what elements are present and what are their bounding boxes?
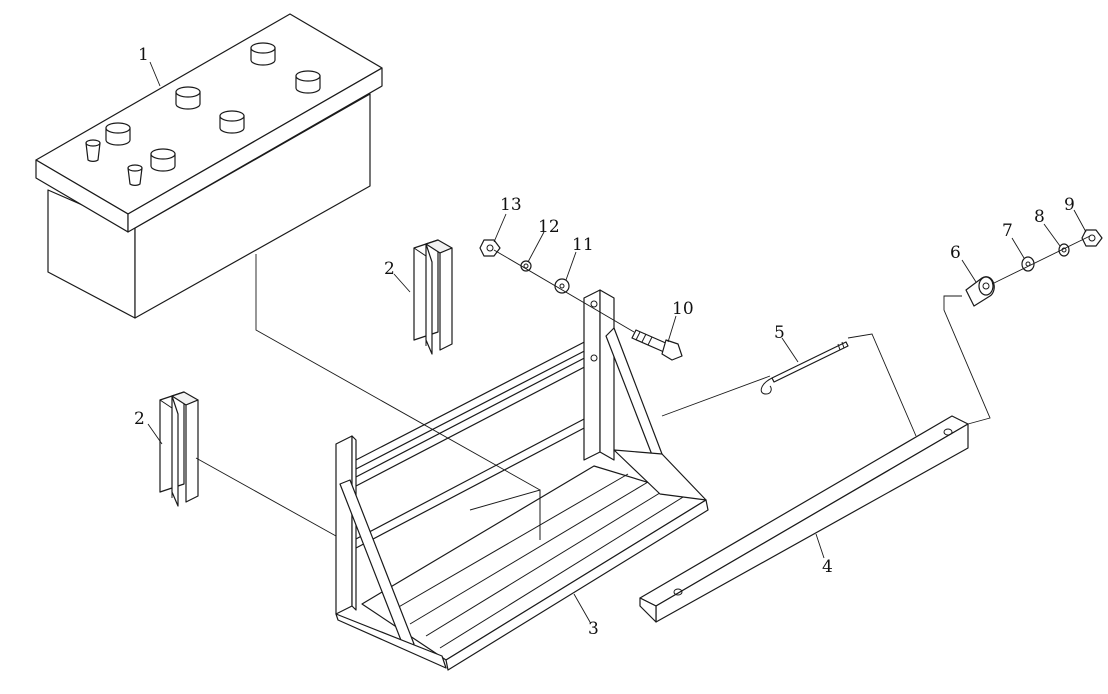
bolt <box>631 329 683 361</box>
bracket-upper <box>413 239 453 355</box>
bracket-lower <box>159 391 199 507</box>
callout-tray: 3 <box>588 619 599 639</box>
battery-cap <box>105 122 131 146</box>
lock-washer-left <box>520 260 532 272</box>
callout-washer-left: 11 <box>572 235 594 255</box>
callout-hook-rod: 5 <box>774 323 785 343</box>
callout-lock-washer-right: 8 <box>1034 207 1045 227</box>
washer-left <box>554 278 570 294</box>
battery-cap <box>150 148 176 172</box>
callout-leaders <box>147 61 1087 623</box>
callout-nut-right: 9 <box>1064 195 1075 215</box>
support-bar <box>639 415 969 623</box>
callout-bracket-lower: 2 <box>134 409 145 429</box>
battery <box>35 13 383 319</box>
hook-rod <box>760 341 849 395</box>
callout-nut-left: 13 <box>500 195 522 215</box>
battery-cap <box>219 110 245 134</box>
battery-cap <box>295 70 321 94</box>
battery-terminal <box>127 164 143 186</box>
callout-battery: 1 <box>138 45 149 65</box>
lock-washer-right <box>1058 243 1070 257</box>
callout-labels: 1 2 2 3 4 5 6 7 8 9 10 11 12 13 <box>134 45 1075 639</box>
nut-right <box>1081 229 1103 247</box>
callout-washer-right: 7 <box>1002 221 1013 241</box>
callout-bolt: 10 <box>672 299 694 319</box>
callout-sleeve: 6 <box>950 243 961 263</box>
callout-support-bar: 4 <box>822 557 833 577</box>
callout-lock-washer-left: 12 <box>538 217 560 237</box>
battery-terminal <box>85 139 101 162</box>
battery-tray <box>335 289 709 671</box>
battery-cap <box>250 42 276 66</box>
assembly-lines <box>195 235 1091 537</box>
sleeve <box>965 276 995 307</box>
battery-cap <box>175 86 201 110</box>
callout-bracket-upper: 2 <box>384 259 395 279</box>
battery-caps <box>85 42 321 186</box>
nut-left <box>479 239 501 257</box>
